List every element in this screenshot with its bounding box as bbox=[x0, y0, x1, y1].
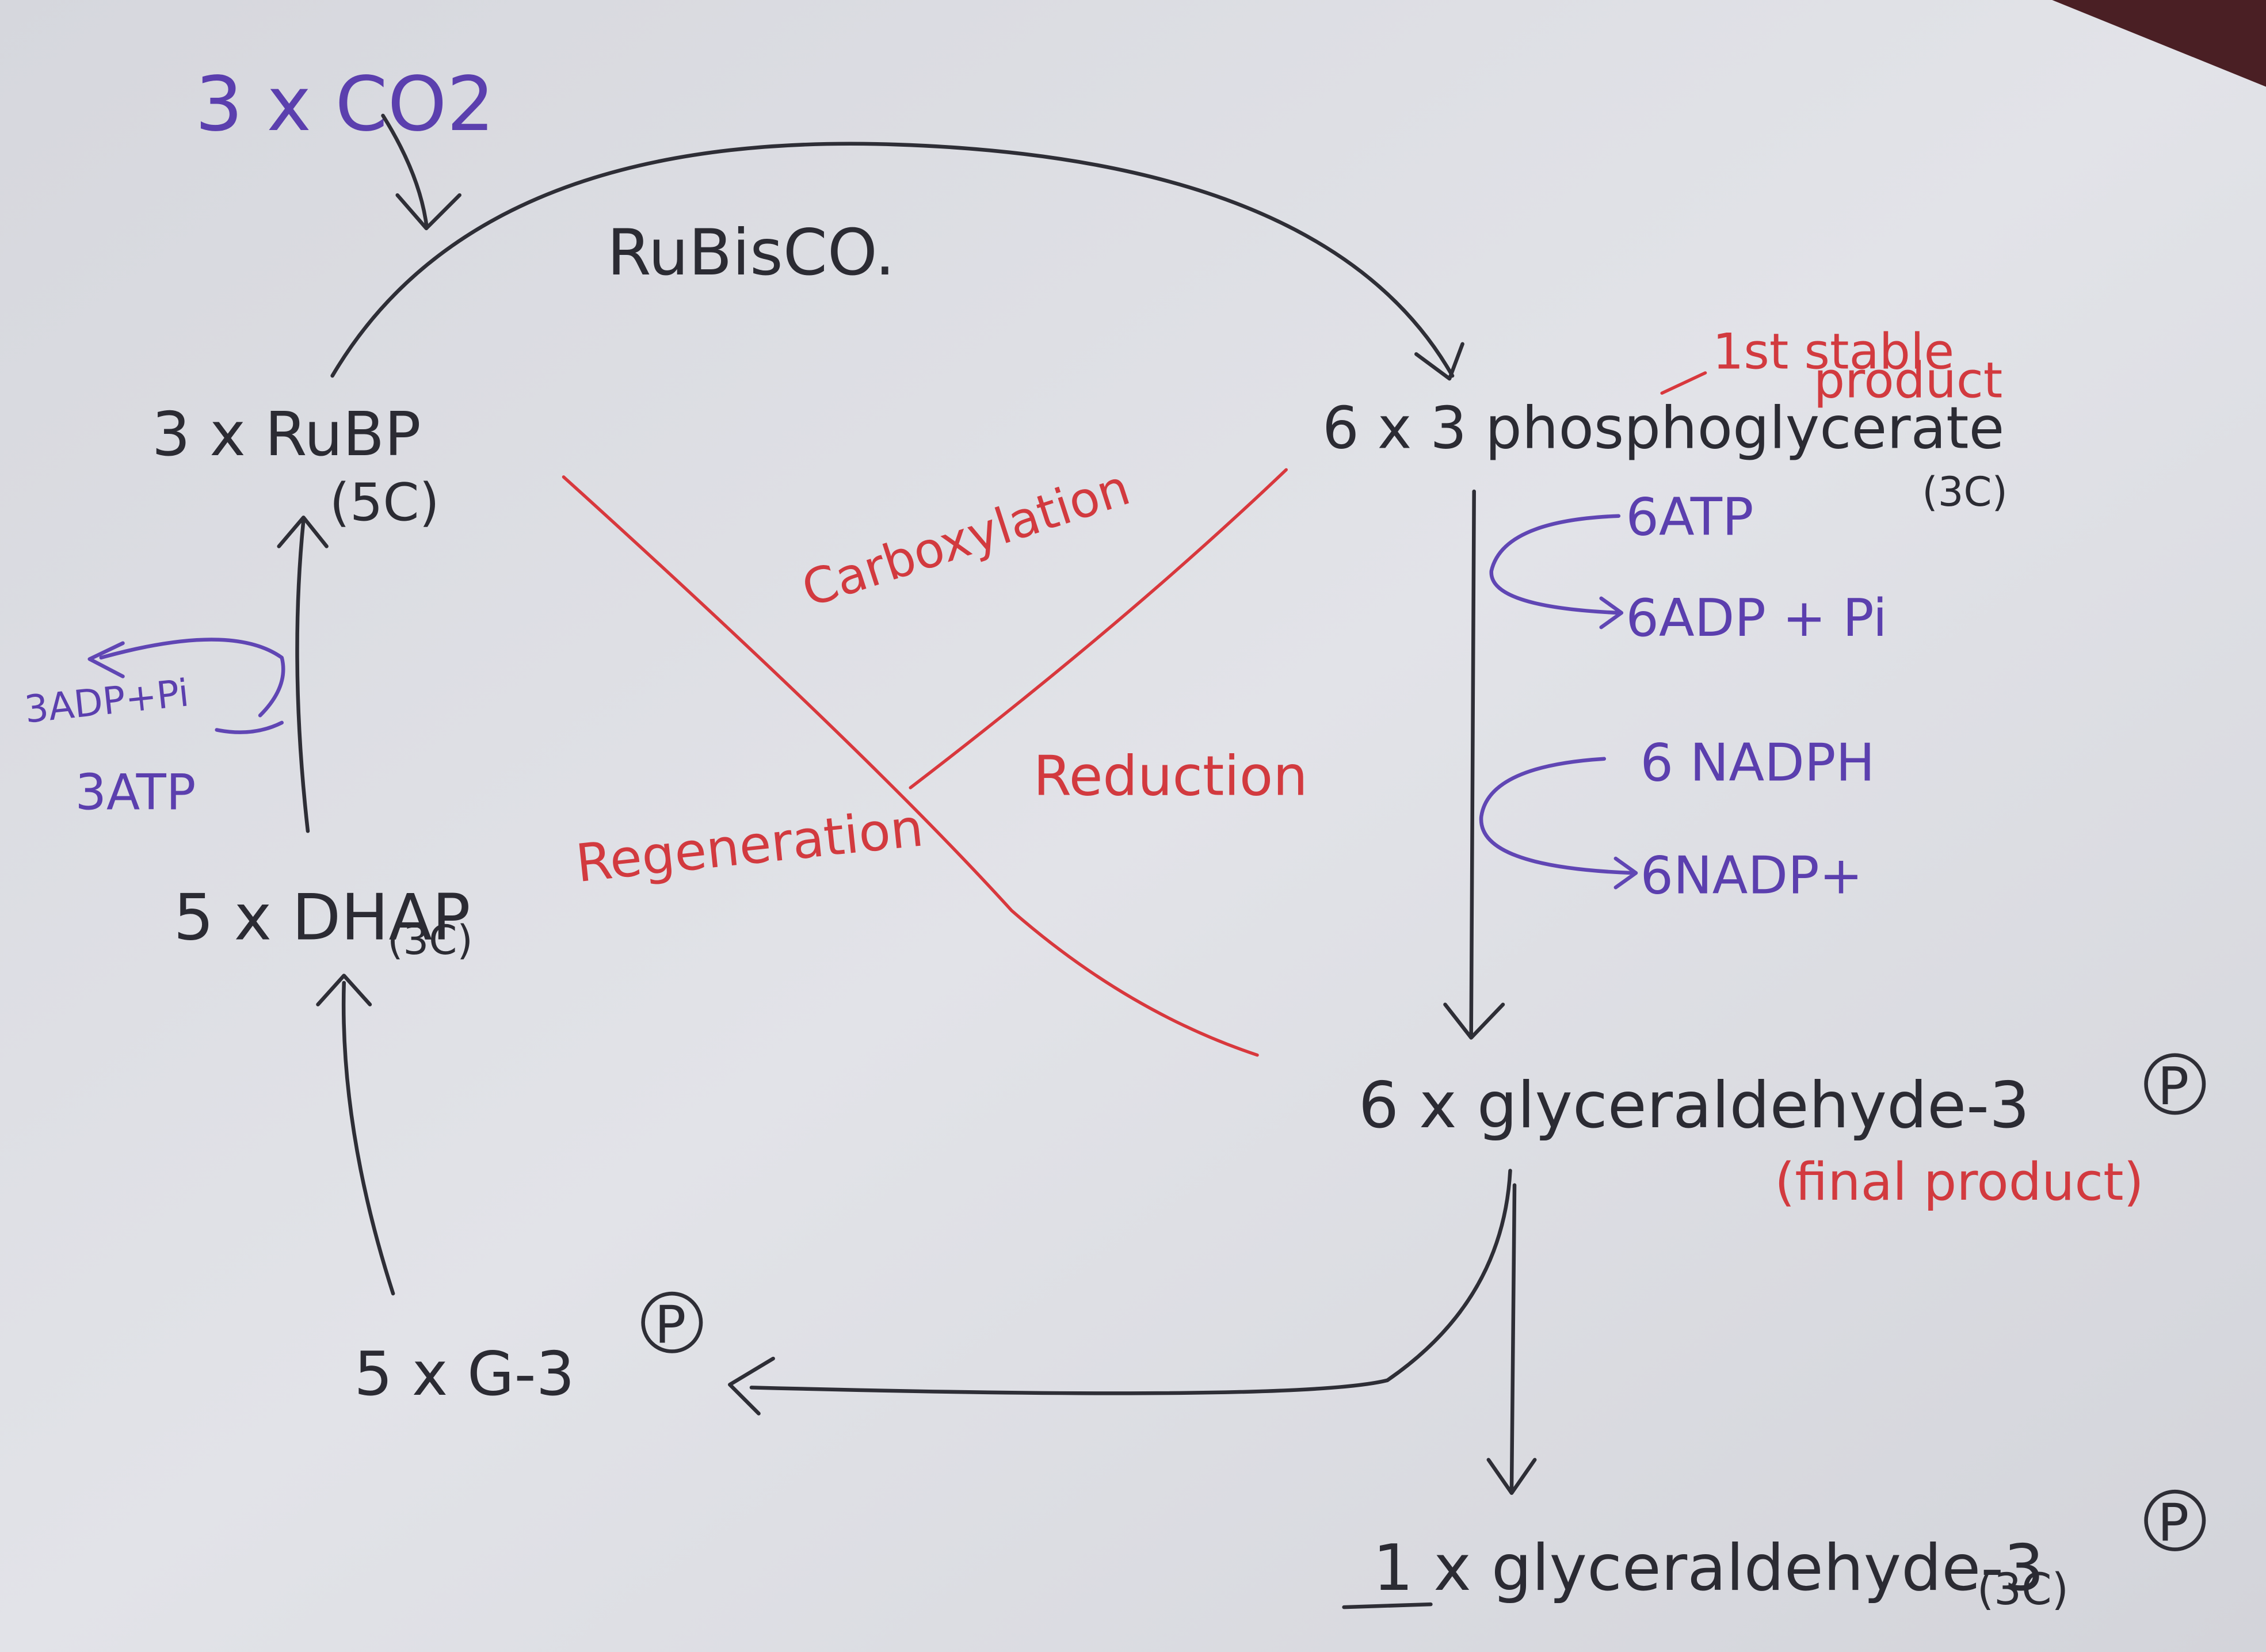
atp-out: 6ADP + Pi bbox=[1626, 588, 1887, 648]
first-stable-pointer bbox=[1660, 371, 1707, 395]
phase-reduction: Reduction bbox=[1033, 743, 1308, 808]
first-stable-note: 1st stable bbox=[1712, 324, 1954, 381]
first-stable-note-product: product bbox=[1814, 353, 2002, 410]
output-arrow bbox=[1486, 1183, 1537, 1495]
g3p6-note: (final product) bbox=[1775, 1152, 2144, 1212]
pga-label: 6 x 3 phosphoglycerate bbox=[1322, 395, 2004, 462]
recycle-arrow bbox=[728, 1169, 1512, 1416]
g3p6-phosphate: P bbox=[2158, 1056, 2189, 1117]
reduction-arrow bbox=[1443, 489, 1505, 1040]
regen-energy-in: 3ATP bbox=[75, 765, 196, 822]
rubp-carbons: (5C) bbox=[330, 472, 440, 533]
dhap-label: 5 x DHAP bbox=[173, 881, 470, 955]
g3p5-phosphate: P bbox=[655, 1295, 686, 1355]
atp-loop bbox=[1489, 514, 1624, 629]
underline bbox=[1342, 1602, 1433, 1609]
g3p5-phosphate-circle bbox=[641, 1291, 703, 1353]
nadph-in: 6 NADPH bbox=[1641, 732, 1875, 793]
atp-in: 6ATP bbox=[1626, 487, 1753, 547]
fabric-corner bbox=[2052, 0, 2266, 87]
enzyme-label: RuBisCO. bbox=[607, 216, 895, 290]
rubisco-arrowhead bbox=[1414, 342, 1464, 381]
dhap-to-rubp-arrow bbox=[277, 515, 329, 833]
g3p1-label: 1 x glyceraldehyde-3 bbox=[1373, 1531, 2044, 1605]
g3p-to-dhap-arrow bbox=[316, 974, 395, 1296]
g3p1-phosphate: P bbox=[2158, 1493, 2189, 1554]
g3p6-label: 6 x glyceraldehyde-3 bbox=[1359, 1069, 2030, 1143]
rubp-label: 3 x RuBP bbox=[152, 399, 421, 470]
co2-label: 3 x CO2 bbox=[195, 60, 494, 148]
phase-line-regeneration bbox=[562, 475, 1259, 1057]
pga-carbons: (3C) bbox=[1922, 468, 2008, 516]
phase-line-carboxylation bbox=[909, 468, 1288, 789]
dhap-carbons: (3C) bbox=[387, 917, 473, 964]
rubisco-arc bbox=[330, 142, 1455, 378]
atp-regen-loop bbox=[87, 638, 285, 734]
g3p1-phosphate-circle bbox=[2144, 1489, 2206, 1551]
nadph-out: 6NADP+ bbox=[1641, 845, 1863, 906]
nadph-loop bbox=[1479, 757, 1638, 890]
g3p5-label: 5 x G-3 bbox=[354, 1338, 574, 1409]
g3p1-carbons: (3C) bbox=[1977, 1564, 2069, 1615]
co2-arrow bbox=[381, 113, 461, 231]
g3p6-phosphate-circle bbox=[2144, 1053, 2206, 1115]
